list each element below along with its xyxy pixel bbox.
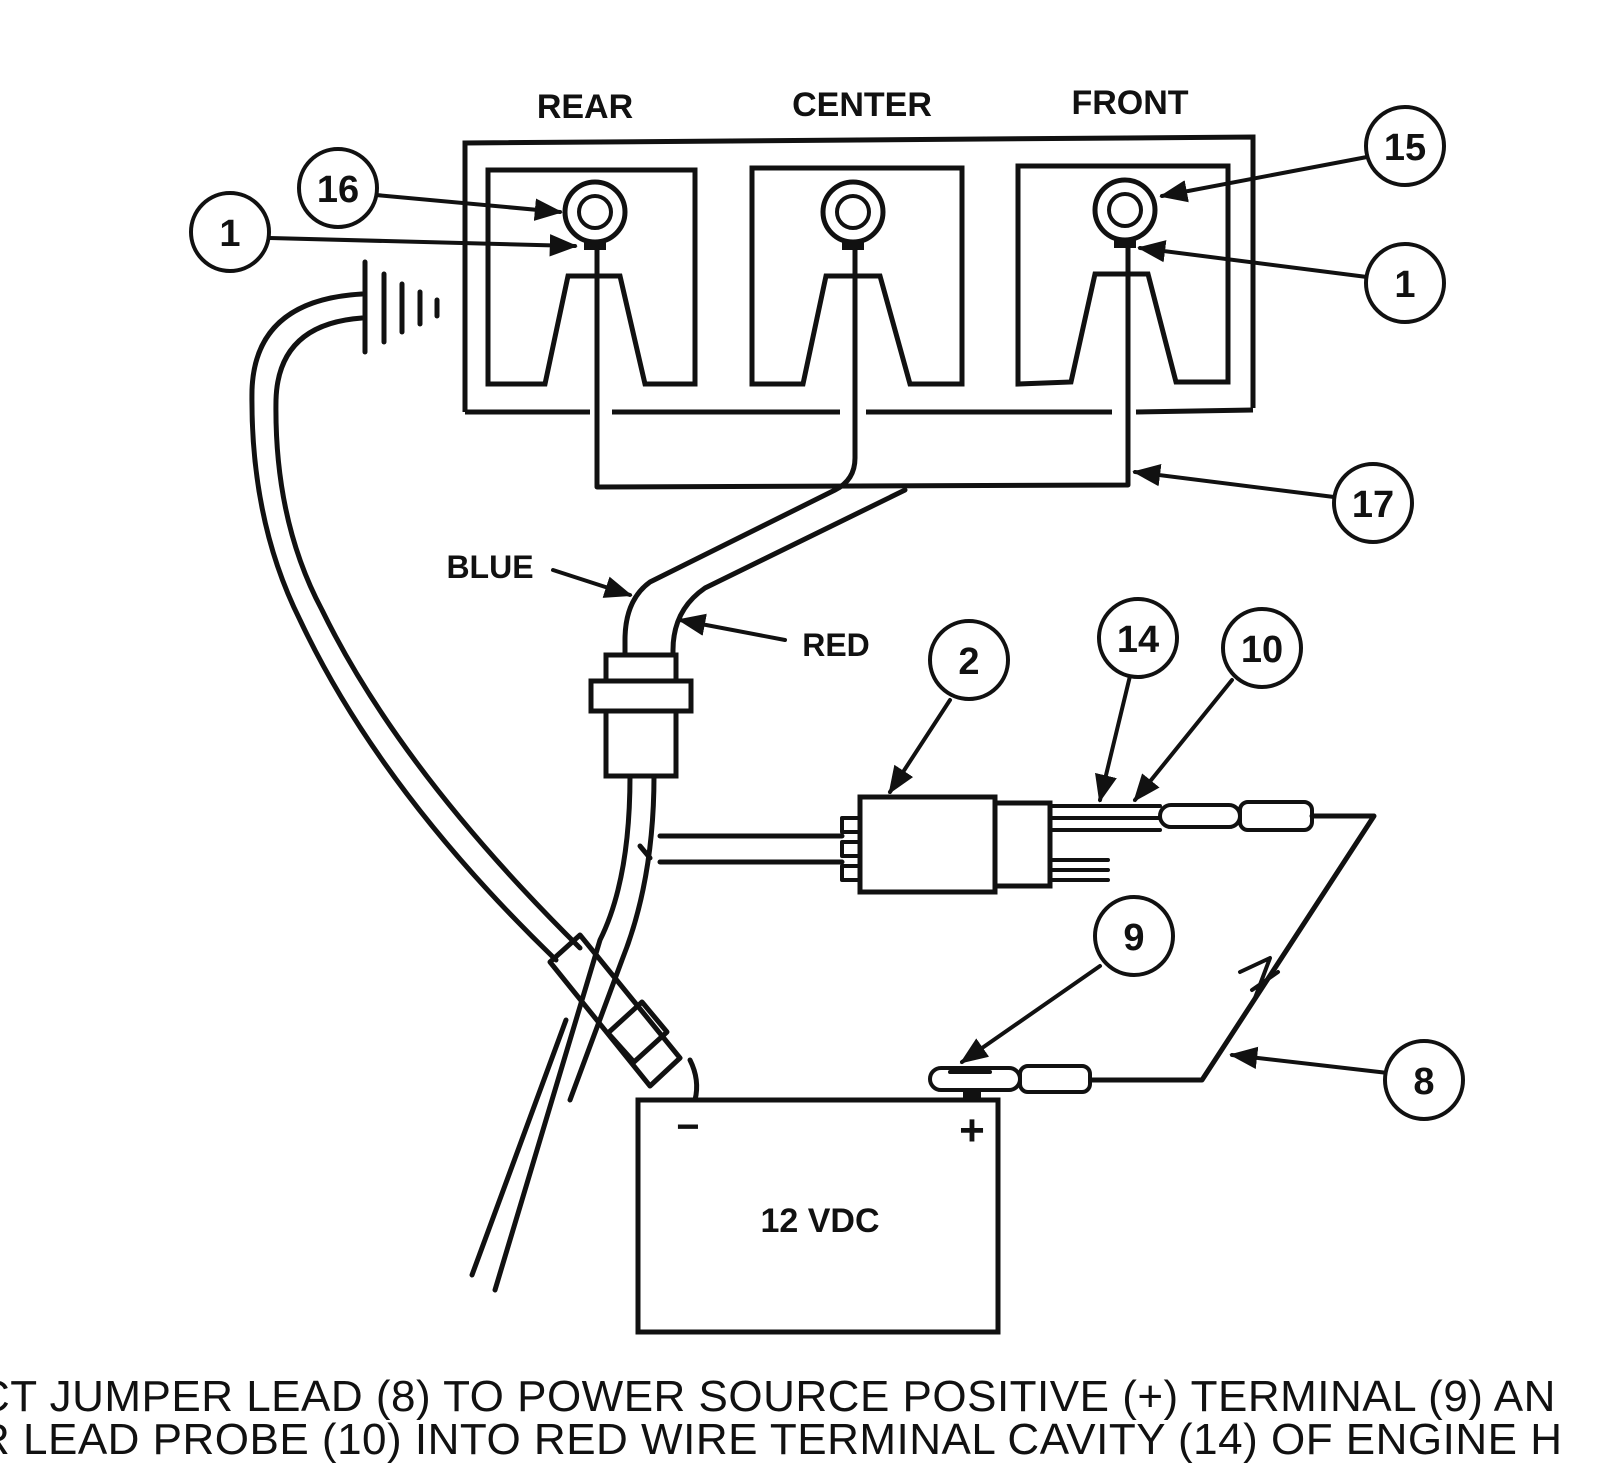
callout-15: 15 (1364, 105, 1446, 187)
svg-text:1: 1 (219, 213, 240, 255)
voltage-label: 12 VDC (760, 1202, 879, 1240)
svg-text:14: 14 (1117, 619, 1159, 661)
battery: − + 12 VDC (635, 1097, 1001, 1335)
ground-icon (362, 259, 440, 355)
center-compartment (749, 165, 965, 387)
front-terminal (1092, 177, 1158, 248)
positive-terminal-clip (928, 1064, 1092, 1102)
negative-terminal-label: − (676, 1105, 699, 1149)
front-compartment (1015, 163, 1231, 387)
svg-text:1: 1 (1394, 264, 1415, 306)
rear-terminal (562, 179, 628, 250)
svg-text:10: 10 (1241, 629, 1283, 671)
svg-text:2: 2 (958, 641, 979, 683)
blue-wire (622, 247, 858, 663)
svg-text:8: 8 (1413, 1061, 1434, 1103)
svg-text:17: 17 (1352, 484, 1394, 526)
callout-10: 10 (1221, 607, 1303, 689)
red-wire-label: RED (802, 627, 870, 663)
blue-wire-label: BLUE (446, 549, 533, 585)
center-label: CENTER (792, 86, 932, 124)
bus-bar-wire (594, 245, 1131, 490)
callout-14: 14 (1097, 597, 1179, 679)
instruction-line-2: R LEAD PROBE (10) INTO RED WIRE TERMINAL… (0, 1415, 1563, 1464)
callout-leaders (268, 155, 1390, 1075)
jumper-lead (1087, 813, 1377, 1083)
ground-clamp (547, 932, 700, 1103)
callout-8: 8 (1383, 1039, 1465, 1121)
glow-plug-housing (462, 134, 1256, 415)
callout-1-right: 1 (1364, 242, 1446, 324)
ground-cable-outer (249, 291, 559, 963)
ground-cable-inner (273, 315, 583, 951)
harness-cable-left (492, 773, 633, 1293)
callout-2: 2 (928, 619, 1010, 701)
rear-label: REAR (537, 88, 633, 126)
callout-16: 16 (297, 147, 379, 229)
callout-9: 9 (1093, 895, 1175, 977)
front-label: FRONT (1071, 84, 1188, 122)
rear-compartment (485, 167, 698, 387)
positive-terminal-label: + (959, 1106, 985, 1155)
engine-harness-connector (637, 794, 1314, 895)
svg-text:15: 15 (1384, 127, 1426, 169)
svg-text:9: 9 (1123, 917, 1144, 959)
instruction-line-1: CT JUMPER LEAD (8) TO POWER SOURCE POSIT… (0, 1372, 1556, 1421)
wiring-diagram: REAR CENTER FRONT (189, 84, 1465, 1335)
callout-17: 17 (1332, 462, 1414, 544)
center-terminal (820, 179, 886, 250)
harness-connector (588, 652, 694, 779)
callout-1-left: 1 (189, 191, 271, 273)
harness-cable-right (567, 773, 657, 1103)
svg-text:16: 16 (317, 169, 359, 211)
